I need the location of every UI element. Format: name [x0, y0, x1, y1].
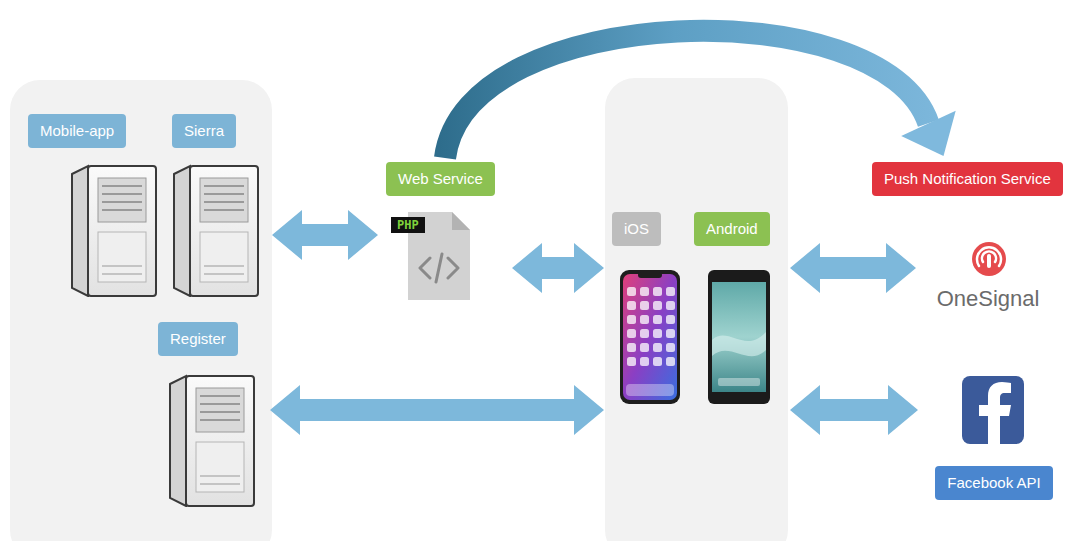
double-arrow: [790, 243, 916, 293]
label-tag: Mobile-app: [28, 114, 126, 148]
push-service-node: Push Notification Service: [872, 162, 1065, 196]
platform-node: Android: [694, 212, 782, 420]
double-arrow: [790, 385, 918, 435]
android-figure: [708, 270, 770, 404]
facebook-logo: [962, 376, 1024, 444]
phone-body: [708, 270, 770, 404]
phone-dock: [626, 384, 674, 396]
curved-arrow: [445, 31, 956, 158]
label-tag: Web Service: [386, 162, 495, 196]
onesignal-node: OneSignal: [924, 240, 1052, 312]
server-panel: [10, 80, 272, 541]
phone-dock: [718, 378, 760, 386]
code-glyph: [420, 254, 458, 282]
server-icon: [170, 376, 254, 506]
double-arrow: [270, 385, 604, 435]
server-node: Register: [158, 322, 262, 514]
onesignal-logo: [972, 242, 1006, 276]
server-node: Mobile-app: [28, 114, 158, 300]
php-tag: PHP: [391, 217, 425, 233]
logo-circle: [972, 242, 1006, 276]
file-fold: [452, 212, 470, 230]
device-panel: [605, 78, 788, 541]
label-tag: Android: [694, 212, 770, 246]
screen-wave: [712, 332, 766, 356]
label-tag: iOS: [612, 212, 661, 246]
facebook-node: Facebook API: [926, 372, 1062, 500]
app-icons: [626, 286, 678, 370]
logo-square: [962, 376, 1024, 444]
brand-name: OneSignal: [937, 286, 1040, 312]
server-node: Sierra: [172, 114, 264, 304]
double-arrow: [272, 210, 378, 260]
label-tag: Facebook API: [935, 466, 1052, 500]
arrow-head: [901, 111, 956, 156]
double-arrow: [512, 243, 604, 293]
label-tag: Push Notification Service: [872, 162, 1063, 196]
curve-body: [445, 31, 928, 158]
phone-body: [620, 270, 680, 404]
phone-screen: [623, 274, 677, 400]
server-icon: [72, 166, 156, 296]
logo-f: [979, 382, 1011, 444]
phone-notch: [638, 272, 662, 278]
label-tag: Register: [158, 322, 238, 356]
iphone-figure: [620, 270, 680, 404]
logo-bar: [987, 254, 991, 268]
server-icon: [174, 166, 258, 296]
label-tag: Sierra: [172, 114, 236, 148]
platform-node: iOS: [612, 212, 684, 420]
phone-screen: [712, 282, 766, 392]
